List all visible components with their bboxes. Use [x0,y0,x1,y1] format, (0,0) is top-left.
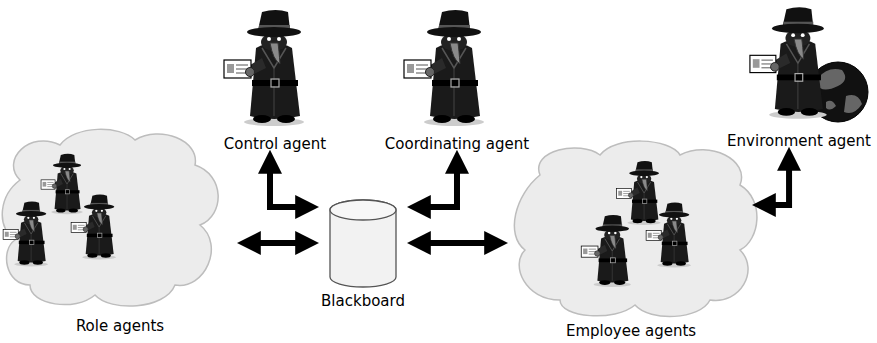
cloud [514,141,757,316]
agent-figure [3,202,48,267]
agent-figure [224,10,304,126]
globe-land [818,69,862,113]
agent-figure [581,215,631,287]
double-arrow [759,154,789,205]
agent-node: Coordinating agent [381,5,533,153]
blackboard-store: Blackboard [316,195,410,310]
cloud [2,129,218,306]
node-label: Environment agent [725,132,873,150]
agent-figure [41,154,83,214]
node-label: Blackboard [319,292,407,310]
cylinder-top [330,200,396,220]
double-arrow [270,157,312,207]
agent-group: Employee agents [505,140,757,340]
node-label: Coordinating agent [383,135,531,153]
agent-figure [617,161,661,225]
agent-node: Control agent [215,5,335,153]
agent-group: Role agents [0,135,240,335]
node-label: Role agents [74,317,166,335]
cylinder [330,200,396,287]
node-label: Control agent [222,135,328,153]
agent-figure [646,203,691,268]
double-arrow [414,157,457,207]
agent-figure [71,195,116,260]
double-arrow [414,240,501,246]
double-arrow [244,240,312,246]
node-label: Employee agents [564,322,698,340]
agent-node: Environment agent [723,5,875,150]
agent-figure [750,7,827,118]
agent-figure [404,10,484,126]
